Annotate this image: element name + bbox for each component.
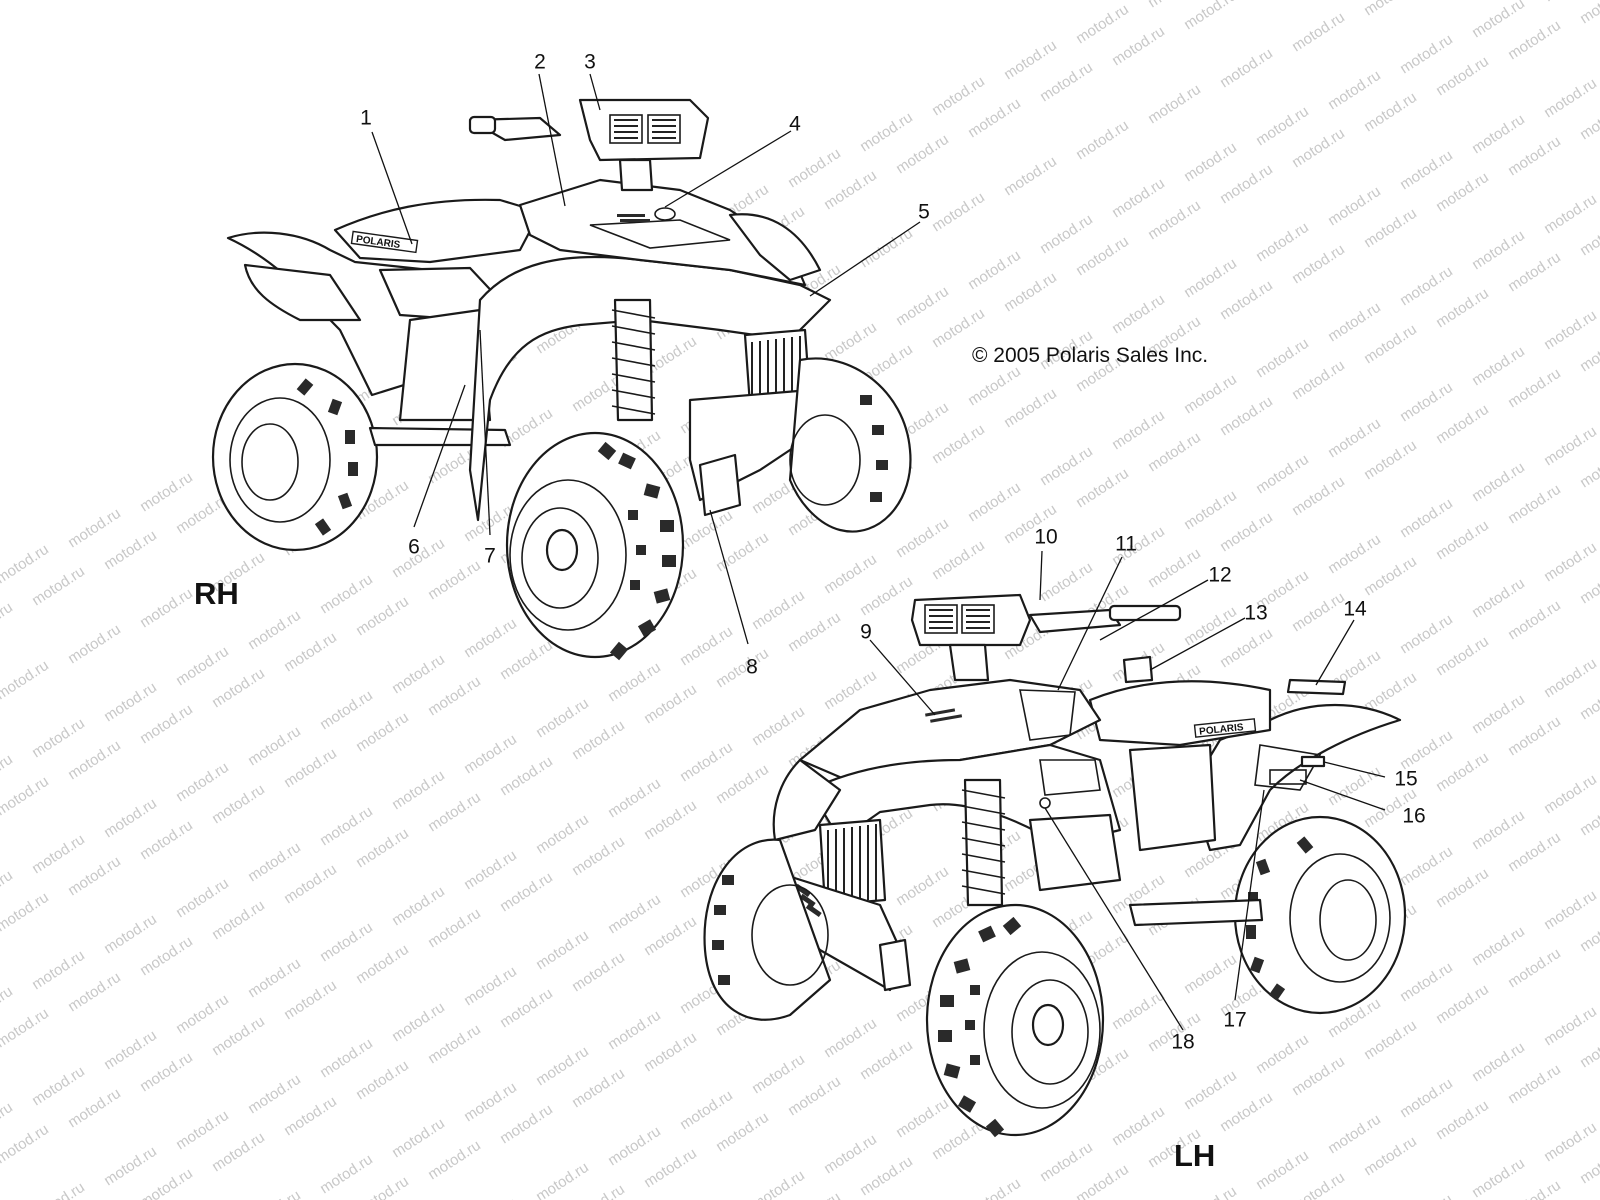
lh-polaris-decal: POLARIS xyxy=(1193,718,1257,738)
callout-3: 3 xyxy=(584,50,596,74)
rh-far-front-wheel xyxy=(788,357,912,533)
lh-shock xyxy=(961,778,1006,907)
lh-far-front-wheel xyxy=(703,838,832,1021)
atv-rh-view: POLARIS xyxy=(211,98,912,661)
callout-8: 8 xyxy=(746,655,758,679)
view-label-rh: RH xyxy=(194,576,239,611)
copyright-notice: © 2005 Polaris Sales Inc. xyxy=(972,344,1209,367)
callout-17: 17 xyxy=(1223,1008,1247,1032)
leader-lines xyxy=(371,73,1386,1031)
callout-6: 6 xyxy=(408,535,420,559)
lh-front-wheel xyxy=(925,903,1105,1138)
atv-lh-view: POLARIS xyxy=(703,593,1407,1138)
callout-1: 1 xyxy=(360,106,372,130)
callout-11: 11 xyxy=(1115,532,1137,556)
svg-text:POLARIS: POLARIS xyxy=(1199,722,1245,738)
callout-15: 15 xyxy=(1394,767,1418,791)
callout-16: 16 xyxy=(1402,804,1426,828)
callout-18: 18 xyxy=(1171,1030,1195,1054)
callout-10: 10 xyxy=(1034,525,1058,549)
callout-4: 4 xyxy=(789,112,801,136)
view-label-lh: LH xyxy=(1174,1138,1216,1173)
callout-7: 7 xyxy=(484,544,496,568)
rh-shock xyxy=(611,298,656,422)
rh-front-wheel xyxy=(505,431,685,661)
rh-rear-wheel xyxy=(211,362,379,552)
callout-13: 13 xyxy=(1244,601,1268,625)
callout-9: 9 xyxy=(860,620,872,644)
callout-2: 2 xyxy=(534,50,546,74)
callout-12: 12 xyxy=(1208,563,1232,587)
callout-5: 5 xyxy=(918,200,930,224)
callout-14: 14 xyxy=(1343,597,1367,621)
